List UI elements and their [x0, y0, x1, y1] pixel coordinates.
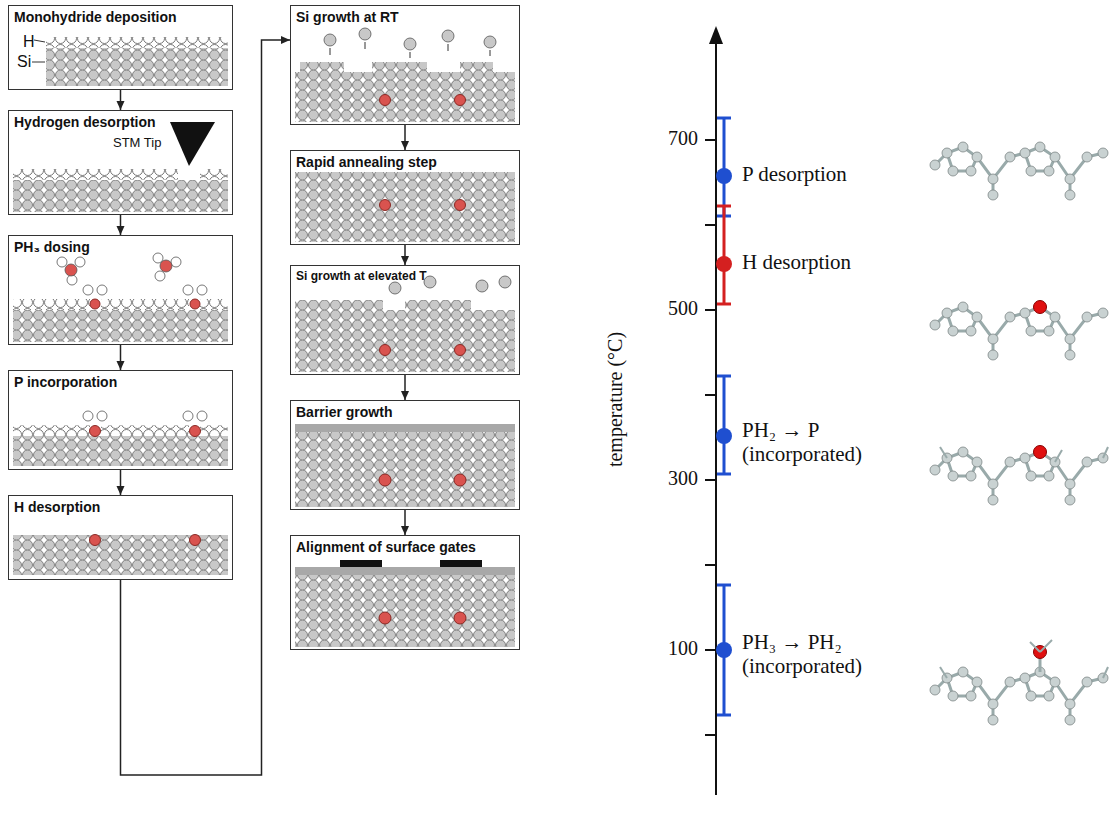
process-box: Rapid annealing step: [290, 150, 520, 245]
part-label: Si: [17, 53, 31, 71]
data-dot: [716, 256, 732, 272]
surface-lattice: [295, 28, 515, 122]
step-title: Hydrogen desorption: [14, 114, 156, 130]
tick-label: 300: [640, 467, 698, 490]
step-title: P incorporation: [14, 374, 117, 390]
surface-lattice: [13, 253, 228, 342]
surface-structure: [930, 142, 1108, 725]
flow-arrow: [404, 510, 406, 535]
surface-lattice: [295, 424, 515, 507]
step-title: Monohydride deposition: [14, 9, 177, 25]
surface-lattice: [295, 172, 515, 242]
axis-arrowhead: [709, 26, 723, 44]
stm-tip: [170, 122, 215, 166]
step-title: Si growth at RT: [296, 9, 399, 25]
flow-arrow: [404, 245, 406, 265]
surface-lattice: [295, 276, 515, 372]
step-title: H desorption: [14, 499, 100, 515]
data-label: PH₂ → P (incorporated): [742, 418, 882, 466]
process-box: P incorporation: [8, 370, 233, 470]
process-box: H desorption: [8, 495, 233, 580]
flow-arrow: [120, 215, 122, 235]
process-box: PH₃ dosing: [8, 235, 233, 345]
surface-lattice: [13, 411, 228, 466]
step-title: Barrier growth: [296, 404, 392, 420]
process-box: Monohydride depositionH Si: [8, 5, 233, 90]
flow-arrow: [120, 345, 122, 370]
surface-lattice: [13, 535, 228, 576]
part-label: STM Tip: [113, 135, 161, 150]
part-label: H: [23, 33, 35, 51]
error-bar: [717, 118, 731, 715]
step-title: Rapid annealing step: [296, 154, 437, 170]
data-label: H desorption: [742, 250, 922, 274]
flow-arrow: [404, 125, 406, 150]
surface-lattice: [32, 37, 228, 86]
data-label: P desorption: [742, 162, 922, 186]
process-box: Hydrogen desorptionSTM Tip: [8, 110, 233, 215]
surface-gate: [340, 560, 382, 567]
phosphine-molecule: [57, 253, 207, 295]
data-dot: [716, 168, 732, 658]
temperature-axis: [705, 42, 716, 795]
process-box: Si growth at elevated T: [290, 265, 520, 375]
step-title: Alignment of surface gates: [296, 539, 476, 555]
data-label: PH₃ → PH₂ (incorporated): [742, 630, 882, 678]
error-bar: [717, 206, 731, 304]
process-box: Barrier growth: [290, 400, 520, 510]
tick-label: 700: [640, 127, 698, 150]
tick-label: 100: [640, 637, 698, 660]
tick-label: 500: [640, 297, 698, 320]
surface-gate: [440, 560, 482, 567]
process-box: Alignment of surface gates: [290, 535, 520, 650]
flow-arrow: [121, 40, 291, 775]
silicon-atom: [324, 28, 496, 50]
axis-title: temperature (°C): [604, 320, 627, 480]
process-box: Si growth at RT: [290, 5, 520, 125]
step-title: Si growth at elevated T: [296, 269, 427, 283]
flow-arrow: [120, 90, 122, 110]
flow-arrow: [404, 375, 406, 400]
surface-lattice: [13, 122, 228, 212]
flow-arrow: [120, 470, 122, 495]
surface-lattice: [295, 560, 515, 647]
step-title: PH₃ dosing: [14, 239, 90, 255]
